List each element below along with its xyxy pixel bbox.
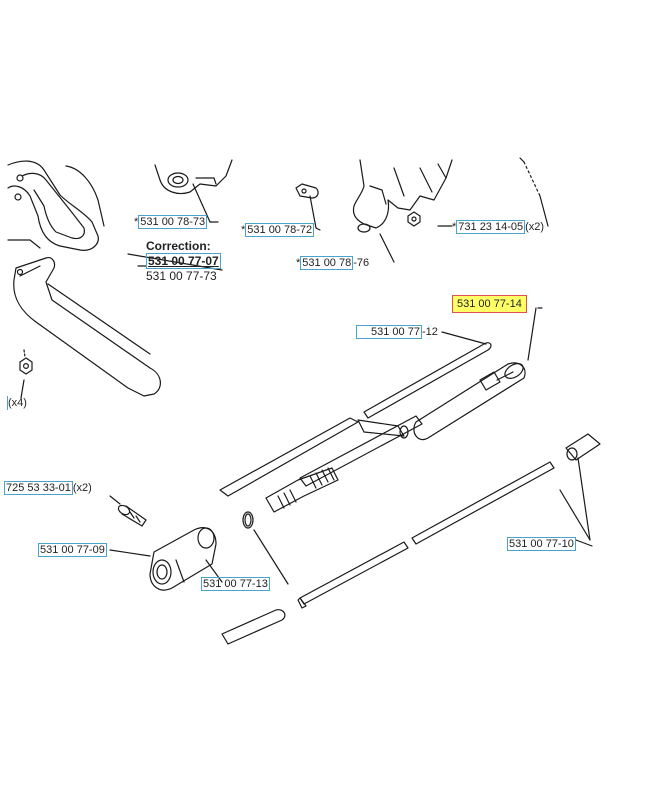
part-number: 731 23 14-05 bbox=[456, 220, 526, 234]
handle-bar bbox=[13, 257, 161, 397]
correction-old-part: 531 00 77-73 bbox=[146, 269, 217, 283]
part-label-531-00-78-73: *531 00 78-73 bbox=[134, 215, 208, 229]
label-suffix: (x2) bbox=[525, 221, 545, 233]
part-label-731-23-14-05: *731 23 14-05(x2) bbox=[452, 220, 545, 234]
housing-body bbox=[352, 159, 453, 263]
throttle-lever bbox=[295, 183, 319, 229]
part-label-531-00-77-09: 531 00 77-09 bbox=[38, 543, 107, 557]
drive-shaft-lower bbox=[297, 461, 555, 609]
clamp-housing bbox=[109, 527, 223, 591]
label-prefix: * bbox=[241, 224, 246, 236]
part-number: 531 00 77 bbox=[356, 325, 422, 339]
lower-tube bbox=[221, 609, 286, 645]
part-label-531-00-78-76: *531 00 78-76 bbox=[296, 256, 370, 270]
part-number: 531 00 78-72 bbox=[245, 223, 315, 237]
label-suffix: -12 bbox=[421, 326, 438, 338]
nut bbox=[19, 349, 33, 399]
part-label-531-00-78-72: *531 00 78-72 bbox=[241, 223, 315, 237]
label-suffix: -76 bbox=[353, 257, 370, 269]
label-suffix: (x4) bbox=[8, 397, 27, 409]
part-label-725-53-33-01: 725 53 33-01(x2) bbox=[4, 481, 92, 495]
drive-tube bbox=[413, 362, 526, 441]
drive-shaft-upper bbox=[219, 342, 492, 497]
label-prefix: * bbox=[452, 221, 457, 233]
clamp-screw bbox=[109, 495, 147, 527]
correction-new-part: 531 00 77-07 bbox=[146, 253, 221, 269]
part-number: 531 00 78-73 bbox=[138, 215, 208, 229]
square-coupler bbox=[559, 433, 601, 541]
part-label-531-00-77-10: 531 00 77-10 bbox=[507, 537, 576, 551]
housing-screw bbox=[519, 157, 549, 227]
handle-bracket bbox=[7, 160, 105, 251]
part-label-531-00-77-14-highlighted: 531 00 77-14 bbox=[452, 295, 527, 313]
label-suffix: (x2) bbox=[72, 482, 92, 494]
part-number: 531 00 77-10 bbox=[507, 537, 576, 551]
part-number: 531 00 78 bbox=[300, 256, 354, 270]
part-number: 531 00 77-13 bbox=[201, 577, 270, 591]
throttle-trigger bbox=[154, 159, 233, 223]
part-number: 531 00 77-09 bbox=[38, 543, 107, 557]
part-number-highlighted: 531 00 77-14 bbox=[452, 295, 527, 313]
part-label-531-00-77-12: 531 00 77-12 bbox=[356, 325, 438, 339]
part-number: 725 53 33-01 bbox=[4, 481, 73, 495]
part-label-nut-quantity: (x4) bbox=[7, 396, 27, 410]
label-prefix: * bbox=[134, 216, 139, 228]
o-ring bbox=[242, 511, 289, 585]
correction-heading: Correction: bbox=[146, 239, 211, 253]
part-number: 531 00 77-07 bbox=[146, 253, 221, 269]
flex-drive-shaft bbox=[265, 415, 423, 513]
part-label-531-00-77-13: 531 00 77-13 bbox=[201, 577, 270, 591]
label-prefix: * bbox=[296, 257, 301, 269]
